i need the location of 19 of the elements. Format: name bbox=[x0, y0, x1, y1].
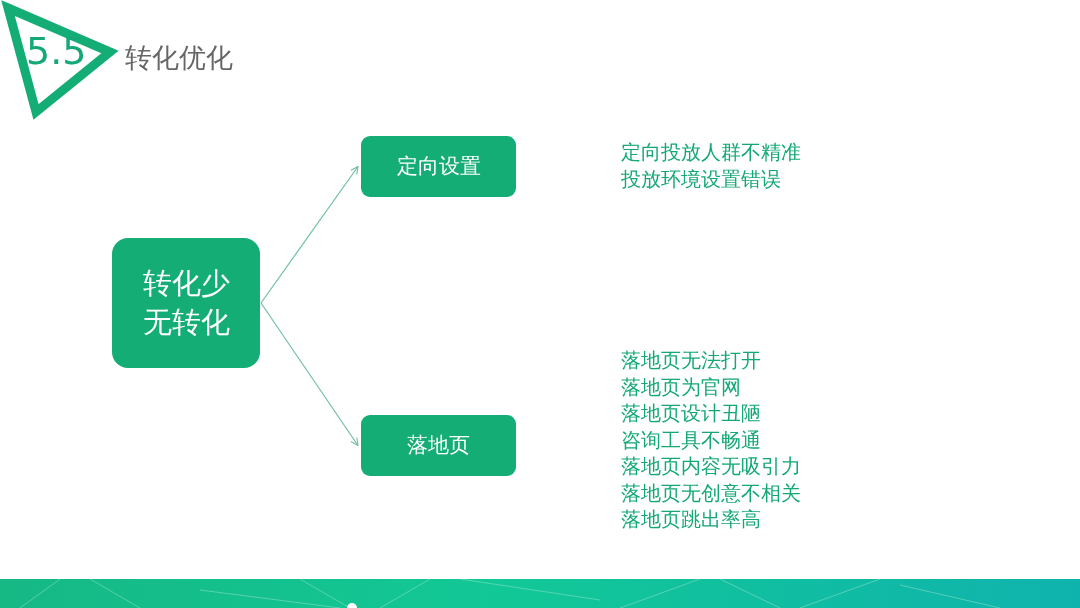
process-box bbox=[361, 136, 516, 197]
issue-text: 落地页跳出率高 bbox=[621, 506, 762, 533]
issue-text: 落地页为官网 bbox=[621, 373, 742, 400]
issue-text: 咨询工具不畅通 bbox=[621, 426, 762, 453]
arrow bbox=[260, 302, 359, 447]
process-box bbox=[361, 415, 516, 476]
box-label: 落地页 bbox=[407, 432, 470, 460]
slide-title: 转化优化 bbox=[125, 41, 233, 75]
box-label: 定向设置 bbox=[396, 153, 481, 181]
issue-text: 定向投放人群不精准 bbox=[621, 139, 801, 166]
box-label: 无转化 bbox=[142, 304, 230, 341]
box-label: 转化少 bbox=[142, 264, 230, 302]
issue-text: 落地页设计丑陋 bbox=[621, 400, 762, 427]
issue-text: 落地页内容无吸引力 bbox=[621, 453, 801, 480]
issue-text: 投放环境设置错误 bbox=[621, 165, 782, 192]
issue-text: 落地页无法打开 bbox=[621, 347, 762, 374]
arrow bbox=[260, 165, 359, 304]
issue-text: 落地页无创意不相关 bbox=[621, 479, 801, 506]
process-box bbox=[112, 238, 260, 368]
